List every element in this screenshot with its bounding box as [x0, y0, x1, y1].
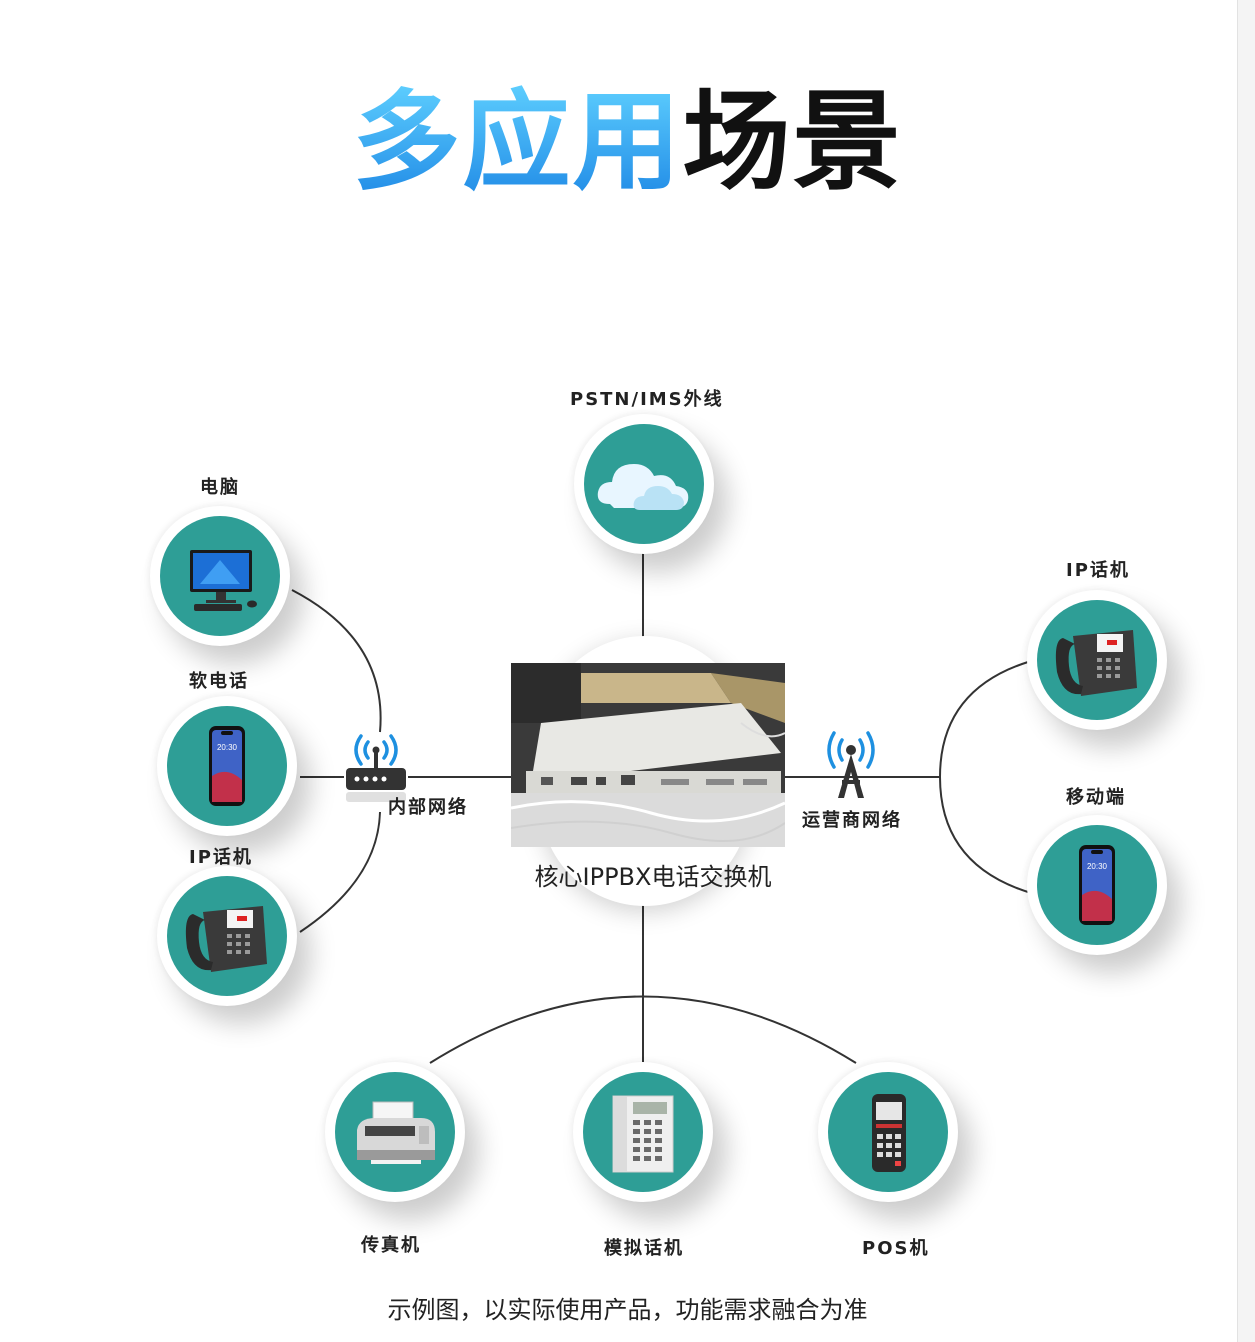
pstn-node	[574, 414, 714, 554]
analog-phone-icon	[612, 1095, 674, 1173]
pos-terminal-icon	[872, 1094, 906, 1172]
pc-label: 电脑	[200, 477, 240, 498]
hub-operator-label: 运营商网络	[802, 810, 902, 831]
cloud-icon	[597, 464, 689, 510]
pstn-label: PSTN/IMS外线	[570, 389, 724, 410]
center-label: 核心IPPBX电话交换机	[534, 863, 772, 891]
pos-label: POS机	[862, 1238, 930, 1259]
title-black-part: 场景	[682, 80, 903, 205]
ip-phone-right-label: IP话机	[1066, 560, 1130, 581]
router-icon	[344, 732, 408, 808]
arc-operator-right	[938, 661, 1029, 893]
pos-node	[818, 1062, 958, 1202]
softphone-node: 20:30	[157, 696, 297, 836]
fax-machine-icon	[357, 1101, 435, 1164]
ip-phone-right-node	[1027, 590, 1167, 730]
arc-bottom	[429, 995, 857, 1064]
fax-label: 传真机	[361, 1235, 421, 1256]
pc-node	[150, 506, 290, 646]
tower-icon	[820, 730, 882, 802]
smartphone-icon: 20:30	[209, 726, 245, 806]
arc-ipphone-hub	[299, 811, 381, 933]
ippbx-photo	[511, 663, 785, 847]
phone-time-text: 20:30	[1087, 862, 1108, 871]
arc-pc-hub	[291, 589, 382, 733]
analog-phone-node	[573, 1062, 713, 1202]
smartphone-icon: 20:30	[1079, 845, 1115, 925]
footer-caption: 示例图，以实际使用产品，功能需求融合为准	[387, 1296, 868, 1324]
page-title: 多应用场景	[0, 78, 1255, 208]
mobile-node: 20:30	[1027, 815, 1167, 955]
ip-phone-left-label: IP话机	[189, 847, 253, 868]
ip-phone-icon	[185, 906, 267, 972]
fax-node	[325, 1062, 465, 1202]
ip-phone-icon	[1055, 630, 1137, 696]
analog-phone-label: 模拟话机	[604, 1238, 684, 1259]
ip-phone-left-node	[157, 866, 297, 1006]
title-blue-part: 多应用	[352, 80, 683, 205]
phone-time-text: 20:30	[217, 743, 238, 752]
page-scrollbar[interactable]	[1237, 0, 1255, 1342]
mobile-label: 移动端	[1066, 787, 1126, 808]
desktop-computer-icon	[190, 550, 257, 611]
softphone-label: 软电话	[189, 671, 249, 692]
hub-internal-label: 内部网络	[388, 797, 468, 818]
